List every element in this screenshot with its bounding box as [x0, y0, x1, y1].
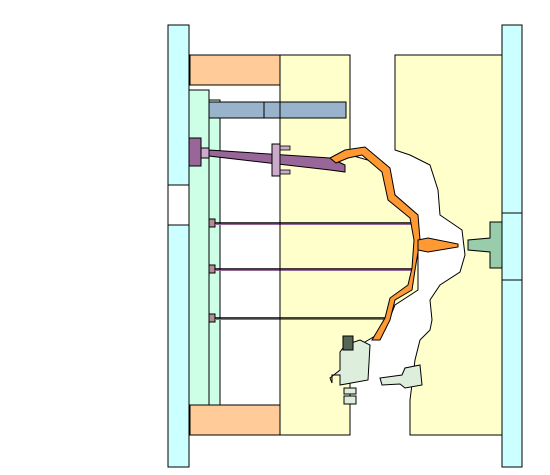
sprue-bushing — [467, 221, 503, 269]
guide-pin — [208, 101, 347, 119]
sprue — [417, 237, 459, 253]
molded-part — [329, 146, 421, 341]
spacer-block-bottom — [189, 404, 281, 436]
spacer-block-top — [189, 54, 281, 86]
ejector-retainer-plate — [188, 89, 210, 406]
ejector-pin-1 — [208, 218, 418, 228]
cavity-plate — [394, 54, 503, 436]
fixed-clamp-plate — [501, 24, 523, 468]
lifter — [329, 335, 371, 405]
ejector-pin-3 — [208, 313, 390, 323]
moving-clamp-plate — [167, 24, 190, 468]
slide-core — [379, 364, 423, 389]
ejector-plate — [208, 99, 221, 406]
ejector-pin-2 — [208, 264, 415, 274]
